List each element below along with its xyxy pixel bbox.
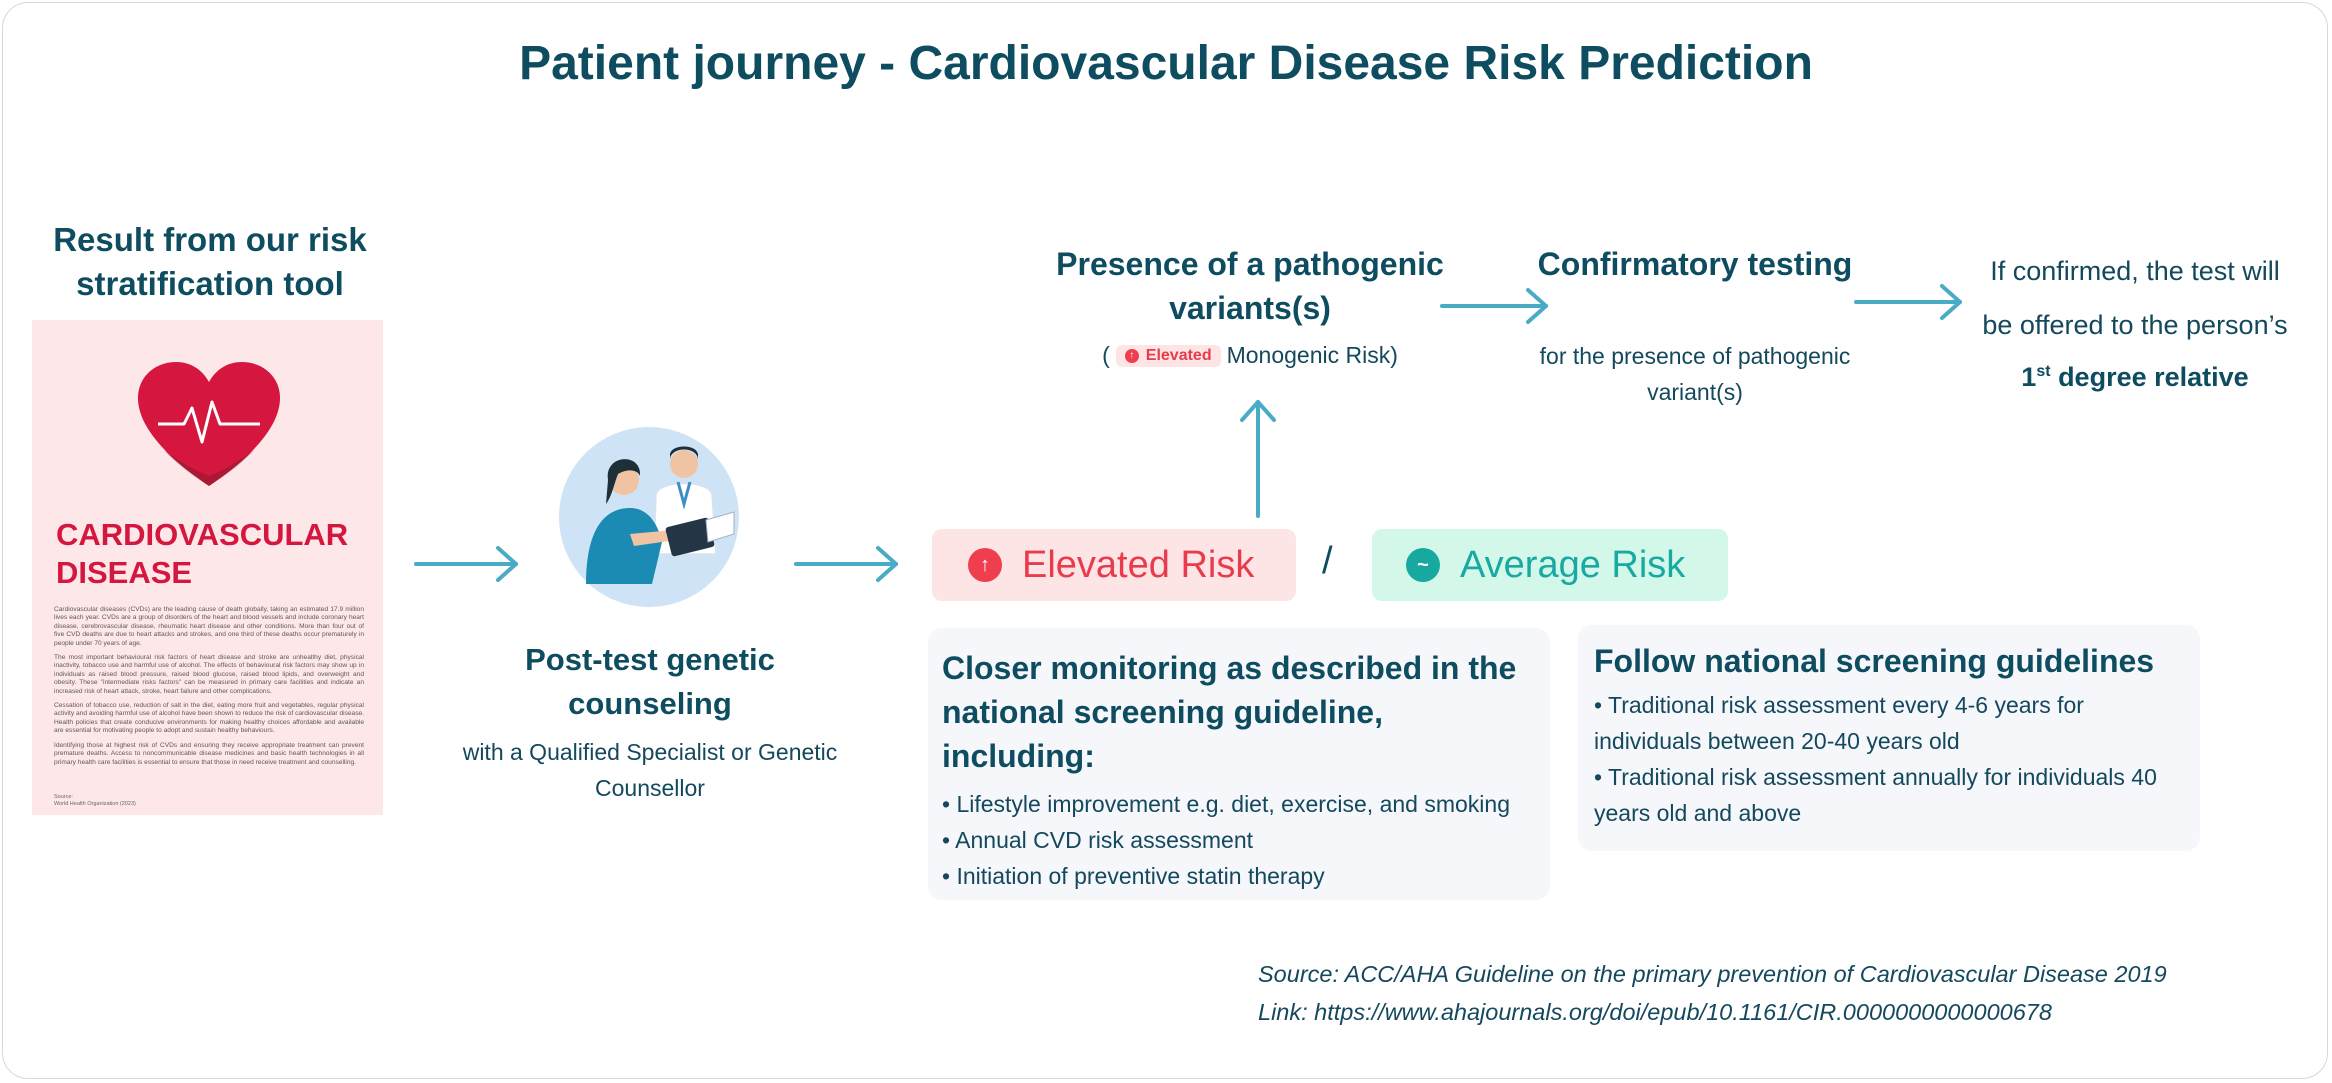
monogenic-risk-label: Monogenic Risk) — [1226, 342, 1398, 368]
poster-source-value: World Health Organization (2023) — [54, 801, 136, 807]
degree-ordinal: st — [2036, 363, 2051, 380]
poster-paragraph: Cardiovascular diseases (CVDs) are the l… — [54, 606, 364, 647]
poster-paragraph: Identifying those at highest risk of CVD… — [54, 741, 364, 766]
monogenic-risk-line: ( ↑ Elevated Monogenic Risk) — [1050, 342, 1450, 369]
counseling-subtitle: with a Qualified Specialist or Genetic C… — [462, 739, 838, 801]
confirmatory-subtitle: for the presence of pathogenic variant(s… — [1539, 343, 1851, 405]
elevated-card-title: Closer monitoring as described in the na… — [942, 650, 1517, 774]
pathogenic-variant-title: Presence of a pathogenic variants(s) — [1056, 246, 1444, 326]
elevated-risk-card: Closer monitoring as described in the na… — [928, 628, 1550, 900]
elevated-mini-label: Elevated — [1145, 346, 1212, 364]
elevated-risk-label: Elevated Risk — [1022, 543, 1255, 586]
list-item: • Traditional risk assessment every 4-6 … — [1594, 692, 2084, 754]
heart-icon — [138, 362, 280, 486]
degree-number: 1 — [2021, 362, 2037, 392]
list-item: • Lifestyle improvement e.g. diet, exerc… — [942, 791, 1510, 817]
elevated-risk-badge: ↑ Elevated Risk — [932, 529, 1296, 601]
arrow-up-icon: ↑ — [1124, 348, 1139, 363]
relative-line-1: If confirmed, the test will — [1990, 256, 2280, 286]
poster-body: Cardiovascular diseases (CVDs) are the l… — [54, 606, 364, 773]
counseling-title: Post-test genetic counseling — [525, 642, 775, 721]
average-risk-badge: ~ Average Risk — [1372, 529, 1728, 601]
counseling-illustration — [559, 427, 739, 607]
arrow-right-icon — [794, 546, 898, 582]
tilde-icon: ~ — [1406, 548, 1440, 582]
result-title: Result from our risk stratification tool — [53, 221, 367, 302]
degree-relative: 1st degree relative — [1950, 352, 2320, 397]
poster-paragraph: Cessation of tobacco use, reduction of s… — [54, 702, 364, 735]
arrow-right-icon — [1854, 284, 1962, 320]
poster-source: Source: World Health Organization (2023) — [54, 794, 354, 808]
source-link[interactable]: Link: https://www.ahajournals.org/doi/ep… — [1258, 999, 2052, 1025]
poster-source-label: Source: — [54, 794, 73, 800]
average-card-title: Follow national screening guidelines — [1594, 643, 2155, 679]
source-citation: Source: ACC/AHA Guideline on the primary… — [1258, 955, 2318, 1031]
list-item: • Annual CVD risk assessment — [942, 827, 1254, 853]
relative-line-2: be offered to the person’s — [1982, 310, 2288, 340]
poster-title: CARDIOVASCULAR DISEASE — [56, 517, 349, 590]
list-item: • Initiation of preventive statin therap… — [942, 863, 1325, 889]
confirmatory-title: Confirmatory testing — [1537, 246, 1853, 282]
elevated-mini-badge: ↑ Elevated — [1115, 344, 1221, 367]
list-item: • Traditional risk assessment annually f… — [1594, 764, 2157, 826]
average-risk-label: Average Risk — [1460, 543, 1686, 586]
cvd-poster: CARDIOVASCULAR DISEASE Cardiovascular di… — [32, 320, 383, 815]
relative-offer-text: If confirmed, the test will be offered t… — [1950, 244, 2320, 397]
risk-separator: / — [1322, 540, 1333, 582]
arrow-up-icon: ↑ — [968, 548, 1002, 582]
arrow-right-icon — [1440, 288, 1548, 324]
arrow-up-icon — [1240, 400, 1276, 518]
page-title: Patient journey - Cardiovascular Disease… — [519, 37, 1813, 90]
average-risk-card: Follow national screening guidelines • T… — [1578, 625, 2200, 851]
open-paren: ( — [1102, 342, 1110, 368]
degree-relative-label: degree relative — [2050, 362, 2249, 392]
arrow-right-icon — [414, 546, 518, 582]
source-line: Source: ACC/AHA Guideline on the primary… — [1258, 961, 2167, 987]
poster-paragraph: The most important behavioural risk fact… — [54, 654, 364, 695]
